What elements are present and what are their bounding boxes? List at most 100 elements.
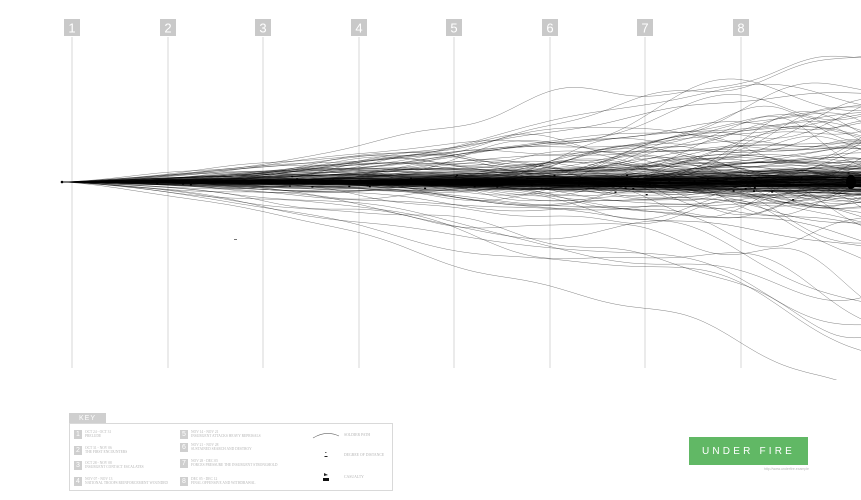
key-panel	[69, 423, 393, 491]
casualty-mark	[637, 183, 640, 186]
soldier-path	[61, 181, 861, 351]
phase-number: 8	[737, 21, 744, 36]
casualty-mark	[530, 180, 532, 182]
casualty-mark	[708, 179, 711, 181]
key-item-number: 3	[74, 461, 82, 470]
key-item-number: 2	[74, 446, 82, 455]
key-item-text: THE FIRST ENCOUNTERS	[85, 450, 128, 455]
phase-badge: 1	[64, 19, 80, 36]
casualty-mark	[470, 181, 473, 184]
key-item-number: 5	[180, 430, 188, 439]
casualty-mark	[410, 177, 412, 179]
casualty-mark	[456, 174, 459, 176]
soldier-path	[62, 144, 861, 183]
key-item-date: NOV 21 - NOV 28	[191, 443, 219, 447]
key-item-date: NOV 14 - NOV 21	[191, 430, 219, 434]
origin-point	[60, 180, 64, 184]
casualty-mark	[668, 180, 671, 183]
key-item-date: OCT 28 - NOV 08	[85, 461, 112, 465]
soldier-path	[61, 181, 861, 298]
casualty-mark	[291, 175, 294, 178]
casualty-mark	[792, 199, 795, 201]
soldier-path	[62, 141, 861, 183]
soldier-path	[61, 181, 861, 259]
tick-glyph	[324, 452, 328, 457]
key-item-number: 6	[180, 443, 188, 452]
under-fire-logo[interactable]: UNDER FIRE	[689, 437, 808, 465]
soldier-path	[61, 114, 861, 183]
soldier-path	[61, 83, 861, 183]
casualty-mark	[311, 186, 314, 188]
casualty-mark	[239, 182, 242, 185]
casualty-mark	[693, 180, 696, 182]
casualty-mark	[577, 184, 580, 186]
casualty-mark	[758, 176, 761, 179]
phase-number: 4	[355, 21, 362, 36]
key-item-date: OCT 24 - OCT 31	[85, 430, 112, 434]
phase-badge: 5	[446, 19, 462, 36]
phase-number: 6	[546, 21, 553, 36]
soldier-path	[61, 56, 861, 183]
casualty-mark	[189, 184, 192, 186]
casualty-mark	[368, 185, 371, 188]
casualty-mark	[225, 180, 228, 182]
soldier-path	[61, 181, 861, 339]
casualty-mark	[771, 191, 774, 193]
casualty-mark	[310, 179, 313, 181]
brand-url[interactable]: http://www.underfire.example	[763, 467, 809, 471]
casualty-mark	[847, 172, 850, 174]
casualty-mark	[766, 184, 769, 186]
soldier-path	[62, 181, 861, 224]
casualty-mark	[366, 184, 369, 187]
casualty-mark	[645, 194, 648, 196]
casualty-mark	[798, 181, 801, 183]
soldier-path	[62, 142, 861, 183]
casualty-mark	[540, 187, 543, 190]
casualty-mark	[207, 181, 210, 183]
phase-number: 7	[641, 21, 648, 36]
key-item-text: PRELUDE	[85, 434, 102, 439]
casualty-mark	[684, 182, 687, 184]
casualty-mark	[624, 187, 627, 189]
casualty-mark	[369, 181, 372, 183]
casualty-mark	[598, 185, 601, 187]
soldier-path	[62, 167, 861, 183]
casualty-mark	[296, 178, 299, 180]
soldier-path	[61, 92, 861, 183]
soldier-path	[61, 131, 861, 183]
casualty-mark	[473, 186, 476, 188]
casualty-mark	[327, 180, 329, 182]
casualty-mark	[156, 183, 159, 185]
curve-glyph	[312, 433, 340, 439]
key-item-date: OCT 31 - NOV 06	[85, 446, 112, 450]
casualty-mark	[648, 183, 651, 185]
casualty-mark	[332, 179, 335, 182]
soldier-path	[62, 181, 861, 192]
endpoint-cluster	[846, 175, 856, 189]
soldier-path	[62, 181, 861, 187]
casualty-mark	[553, 174, 556, 177]
legend-label: SOLDIER PATH	[344, 433, 371, 437]
casualty-mark	[273, 182, 276, 184]
soldier-path	[61, 181, 861, 247]
key-item-text: SUSTAINED SEARCH AND DESTROY	[191, 447, 252, 452]
soldier-paths	[61, 55, 861, 380]
legend-item: DEGREE OF DISTANCE	[312, 450, 384, 460]
casualty-mark	[518, 180, 521, 183]
casualty-mark	[578, 180, 581, 183]
phase-badge: 6	[542, 19, 558, 36]
casualty-mark	[614, 191, 617, 193]
casualty-mark	[475, 183, 478, 185]
casualty-mark	[530, 184, 533, 186]
phase-badge: 3	[255, 19, 271, 36]
casualty-mark	[167, 182, 170, 184]
casualty-mark	[556, 181, 559, 183]
soldier-path	[62, 175, 861, 183]
casualty-mark	[424, 187, 427, 189]
